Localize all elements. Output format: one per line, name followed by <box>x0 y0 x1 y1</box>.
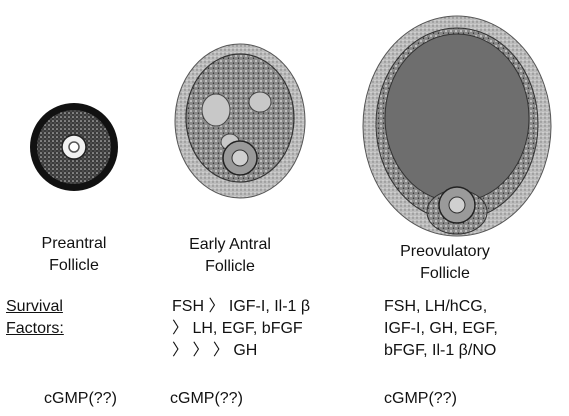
preovulatory-factor-line: IGF-I, GH, EGF, <box>384 318 498 340</box>
preantral-cgmp: cGMP(??) <box>44 388 117 410</box>
early-antral-label-line1: Early Antral <box>165 234 295 256</box>
early-antral-cgmp: cGMP(??) <box>170 388 243 410</box>
preantral-label-line2: Follicle <box>24 255 124 277</box>
survival-factors-label: Survival Factors: <box>6 296 64 340</box>
preantral-follicle-label: Preantral Follicle <box>24 233 124 277</box>
early-antral-factor-line: 〉 LH, EGF, bFGF <box>172 318 310 340</box>
preovulatory-label-line2: Follicle <box>380 263 510 285</box>
preovulatory-label-line1: Preovulatory <box>380 241 510 263</box>
preovulatory-cgmp: cGMP(??) <box>384 388 457 410</box>
preantral-label-line1: Preantral <box>24 233 124 255</box>
preovulatory-factors: FSH, LH/hCG, IGF-I, GH, EGF, bFGF, Il-1 … <box>384 296 498 362</box>
early-antral-label-line2: Follicle <box>165 256 295 278</box>
early-antral-follicle-label: Early Antral Follicle <box>165 234 295 278</box>
survival-label-line2: Factors: <box>6 318 64 340</box>
preovulatory-follicle-label: Preovulatory Follicle <box>380 241 510 285</box>
early-antral-factors: FSH 〉 IGF-I, Il-1 β 〉 LH, EGF, bFGF 〉 〉 … <box>172 296 310 362</box>
preovulatory-factor-line: bFGF, Il-1 β/NO <box>384 340 498 362</box>
survival-label-line1: Survival <box>6 296 64 318</box>
early-antral-follicle-image <box>175 44 305 198</box>
early-antral-factor-line: FSH 〉 IGF-I, Il-1 β <box>172 296 310 318</box>
preantral-follicle-image <box>30 103 118 191</box>
preovulatory-factor-line: FSH, LH/hCG, <box>384 296 498 318</box>
early-antral-factor-line: 〉 〉 〉 GH <box>172 340 310 362</box>
preovulatory-follicle-image <box>363 16 551 236</box>
